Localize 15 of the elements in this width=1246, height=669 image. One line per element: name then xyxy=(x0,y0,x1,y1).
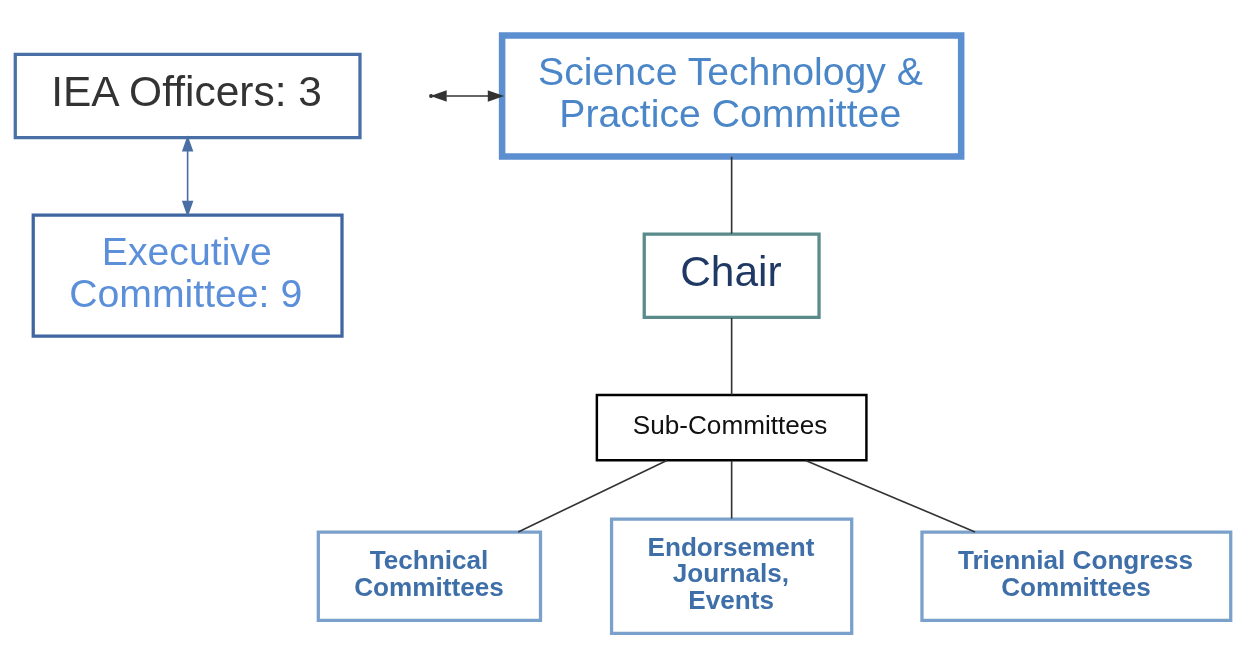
node-box: IEA Officers: 3 xyxy=(13,52,362,140)
connector xyxy=(730,460,733,520)
arrow xyxy=(430,90,505,102)
node-box: Chair xyxy=(642,232,821,319)
node-box: Endorsement Journals, Events xyxy=(609,517,854,636)
node-box: Executive Committee: 9 xyxy=(31,213,344,338)
connector xyxy=(517,459,668,533)
node-box: Triennial Congress Committees xyxy=(920,530,1233,623)
node-box: Science Technology & Practice Committee xyxy=(498,32,965,160)
connector xyxy=(730,317,733,396)
connector xyxy=(804,459,976,533)
node-box: Sub-Committees xyxy=(595,393,868,462)
connector xyxy=(730,156,733,235)
node-box: Technical Committees xyxy=(316,530,543,623)
arrow xyxy=(181,135,194,218)
